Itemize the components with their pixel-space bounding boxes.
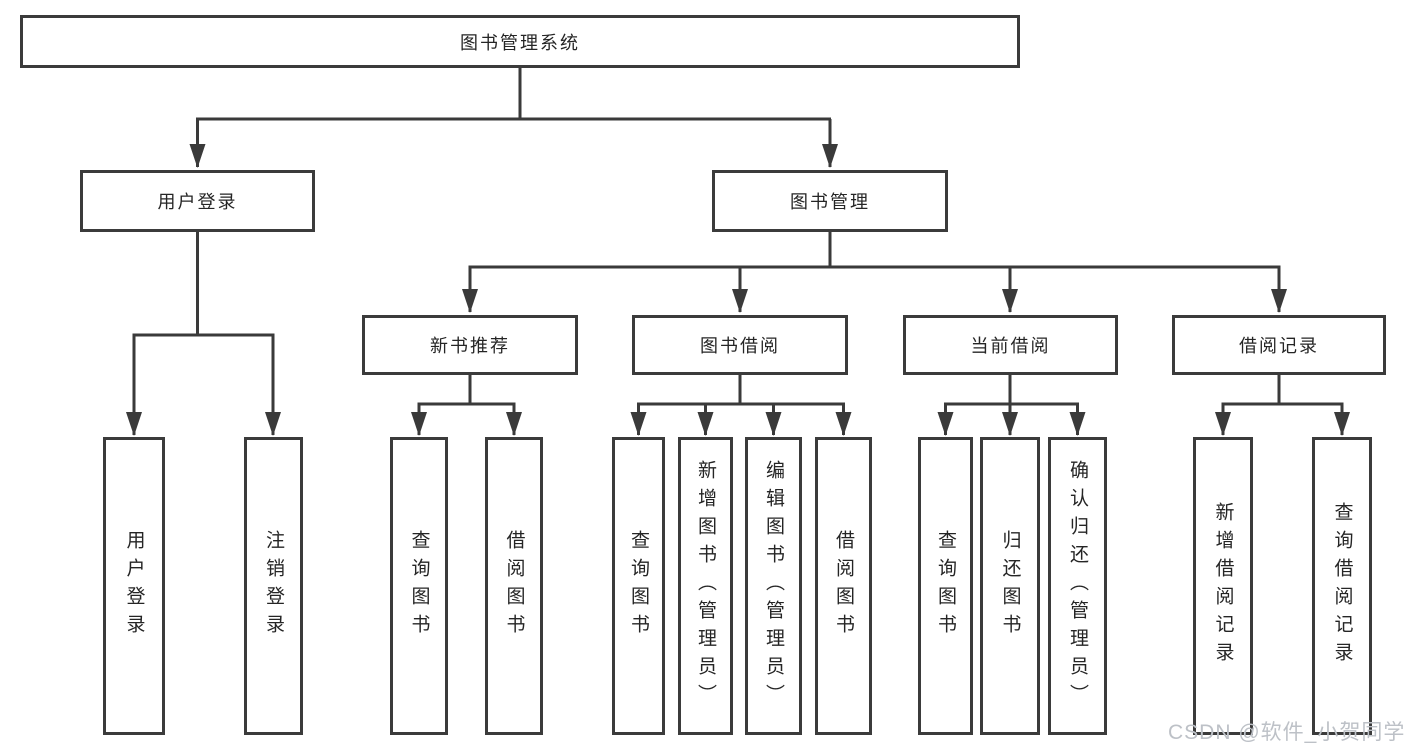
leaf-borrowing-edit-books-admin: 编辑图书（管理员） <box>745 437 802 735</box>
leaf-recommend-query-books: 查询图书 <box>390 437 448 735</box>
leaf-records-query-record: 查询借阅记录 <box>1312 437 1372 735</box>
node-new-book-recommendation: 新书推荐 <box>362 315 578 375</box>
node-borrowing-records: 借阅记录 <box>1172 315 1386 375</box>
leaf-current-confirm-return-admin: 确认归还（管理员） <box>1048 437 1107 735</box>
node-current-borrowing: 当前借阅 <box>903 315 1118 375</box>
node-book-borrowing: 图书借阅 <box>632 315 848 375</box>
node-user-login: 用户登录 <box>80 170 315 232</box>
leaf-current-return-books: 归还图书 <box>980 437 1040 735</box>
leaf-recommend-borrow-books: 借阅图书 <box>485 437 543 735</box>
leaf-borrowing-borrow-books: 借阅图书 <box>815 437 872 735</box>
leaf-current-query-books: 查询图书 <box>918 437 973 735</box>
node-book-management: 图书管理 <box>712 170 948 232</box>
leaf-borrowing-query-books: 查询图书 <box>612 437 665 735</box>
leaf-records-add-record: 新增借阅记录 <box>1193 437 1253 735</box>
leaf-logout-login: 注销登录 <box>244 437 303 735</box>
csdn-watermark: CSDN @软件_小贺同学 <box>1168 721 1405 744</box>
leaf-user-login: 用户登录 <box>103 437 165 735</box>
node-book-management-system: 图书管理系统 <box>20 15 1020 68</box>
leaf-borrowing-add-books-admin: 新增图书（管理员） <box>678 437 733 735</box>
